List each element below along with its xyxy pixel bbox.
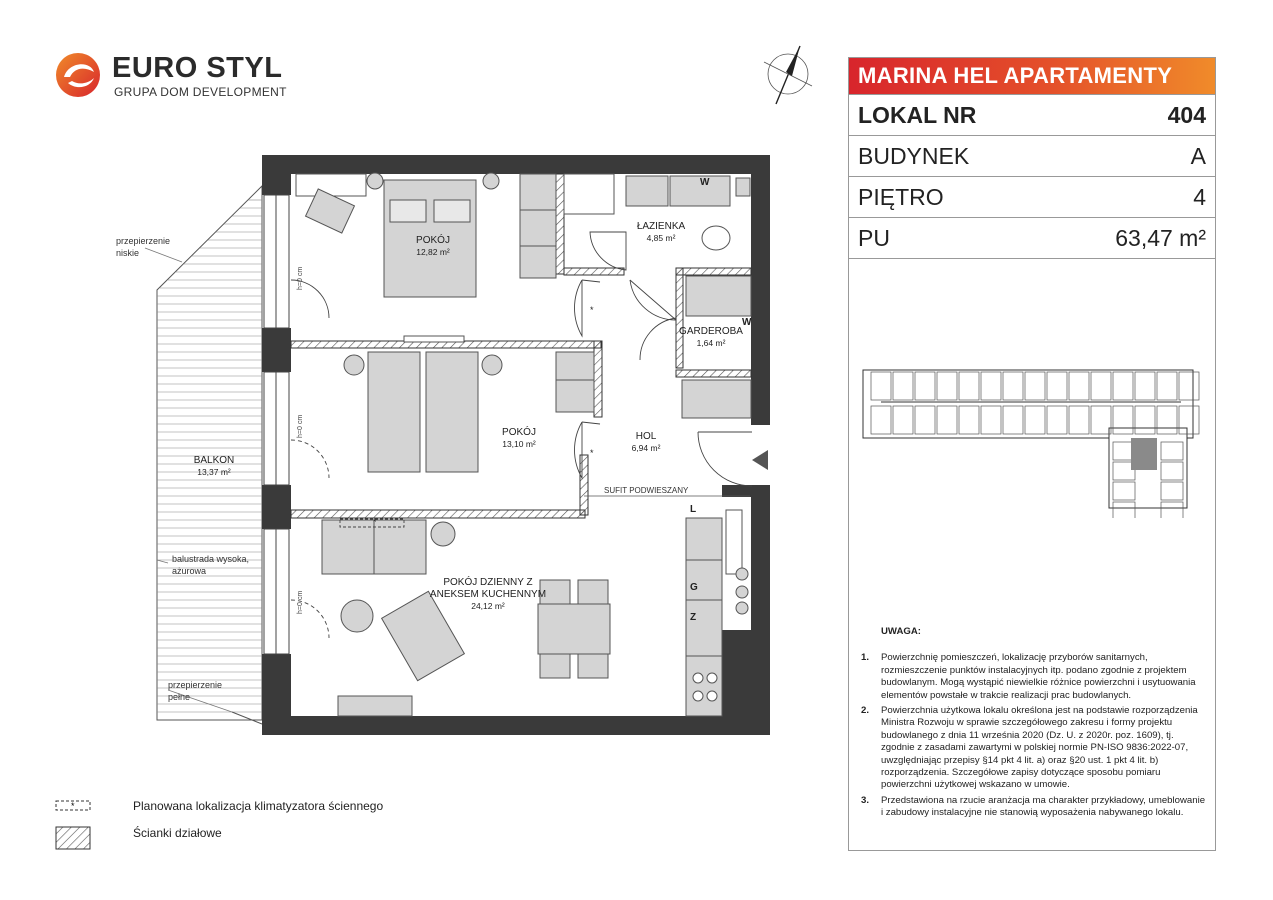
- budynek-label: BUDYNEK: [858, 142, 970, 169]
- room-name-balcony: BALKON: [194, 455, 235, 466]
- svg-text:ażurowa: ażurowa: [172, 566, 206, 576]
- room-area-living: 24,12 m²: [471, 601, 505, 611]
- notes: UWAGA: 1.Powierzchnię pomieszczeń, lokal…: [861, 626, 1207, 823]
- furniture: [295, 172, 752, 717]
- svg-text:h=0 cm: h=0 cm: [297, 415, 304, 438]
- legend-walls-label: Ścianki działowe: [133, 826, 222, 840]
- note-item: 3.Przedstawiona na rzucie aranżacja ma c…: [861, 794, 1206, 819]
- svg-text:W: W: [700, 177, 710, 188]
- room-name-bedroom-1: POKÓJ: [416, 233, 450, 246]
- balcony: [156, 184, 263, 725]
- pietro-label: PIĘTRO: [858, 183, 944, 210]
- pu-label: PU: [858, 224, 890, 251]
- room-area-balcony: 13,37 m²: [197, 467, 231, 477]
- room-name-living-1: POKÓJ DZIENNY Z: [443, 575, 532, 588]
- partition-walls: [290, 173, 752, 519]
- windows: [263, 194, 290, 655]
- sill-labels: h=0 cm h=0 cm h=0 cm: [297, 267, 304, 614]
- euro-styl-logo: EURO STYL GRUPA DOM DEVELOPMENT: [54, 50, 294, 110]
- legend-ac-label: Planowana lokalizacja klimatyzatora ście…: [133, 799, 384, 813]
- highlighted-unit: [1131, 438, 1157, 470]
- room-area-bedroom-1: 12,82 m²: [416, 247, 450, 257]
- svg-text:Z: Z: [690, 612, 696, 623]
- note-item: 1.Powierzchnię pomieszczeń, lokalizację …: [861, 652, 1196, 701]
- hatch-legend-symbol: [55, 826, 91, 850]
- svg-text:h=0 cm: h=0 cm: [297, 591, 304, 614]
- svg-text:G: G: [690, 582, 698, 593]
- pu-row: PU 63,47 m²: [849, 217, 1215, 259]
- lokal-value: 404: [1167, 101, 1206, 128]
- svg-text:niskie: niskie: [116, 248, 139, 258]
- svg-text:przepierzenie: przepierzenie: [116, 236, 170, 246]
- room-name-bathroom: ŁAZIENKA: [637, 221, 686, 232]
- euro-styl-logo-icon: [56, 53, 100, 97]
- ac-markers: [339, 518, 405, 528]
- building-key-plan: [862, 369, 1200, 518]
- svg-text:L: L: [690, 504, 696, 515]
- budynek-row: BUDYNEK A: [849, 135, 1215, 176]
- room-area-bedroom-2: 13,10 m²: [502, 439, 536, 449]
- ac-legend-symbol: *: [55, 800, 91, 811]
- svg-text:przepierzenie: przepierzenie: [168, 680, 222, 690]
- budynek-value: A: [1190, 142, 1206, 169]
- pu-value: 63,47 m²: [1115, 224, 1206, 251]
- north-arrow-icon: [763, 45, 813, 105]
- lokal-label: LOKAL NR: [858, 101, 977, 128]
- project-title: MARINA HEL APARTAMENTY: [849, 58, 1215, 94]
- lokal-row: LOKAL NR 404: [849, 94, 1215, 135]
- note-item: 2.Powierzchnia użytkowa lokalu określona…: [861, 705, 1198, 791]
- brand-subtitle: GRUPA DOM DEVELOPMENT: [114, 85, 287, 99]
- room-area-wardrobe: 1,64 m²: [697, 338, 726, 348]
- svg-text:*: *: [71, 801, 75, 811]
- room-name-bedroom-2: POKÓJ: [502, 425, 536, 438]
- svg-text:W: W: [742, 317, 752, 328]
- ac-mark: *: [373, 517, 377, 527]
- installation-marks: W W L G Z: [690, 177, 752, 623]
- svg-text:h=0 cm: h=0 cm: [297, 267, 304, 290]
- brand-name: EURO STYL: [112, 52, 283, 84]
- ac-mark: *: [590, 448, 594, 458]
- svg-text:pełne: pełne: [168, 692, 190, 702]
- svg-text:balustrada wysoka,: balustrada wysoka,: [172, 554, 249, 564]
- room-area-bathroom: 4,85 m²: [647, 233, 676, 243]
- pietro-row: PIĘTRO 4: [849, 176, 1215, 217]
- room-name-living-2: ANEKSEM KUCHENNYM: [430, 589, 546, 600]
- plan-annotations: przepierzenie niskie balustrada wysoka, …: [116, 236, 689, 702]
- info-panel: MARINA HEL APARTAMENTY LOKAL NR 404 BUDY…: [848, 57, 1216, 851]
- floor-plan: * * * W W L G Z POKÓJ 12,82 m² POKÓJ 13,…: [116, 45, 813, 735]
- notes-title: UWAGA:: [881, 626, 921, 637]
- svg-text:SUFIT PODWIESZANY: SUFIT PODWIESZANY: [604, 486, 689, 495]
- doors: [290, 231, 753, 639]
- room-name-wardrobe: GARDEROBA: [679, 326, 743, 337]
- room-labels: POKÓJ 12,82 m² POKÓJ 13,10 m² ŁAZIENKA 4…: [194, 221, 744, 611]
- room-area-hall: 6,94 m²: [632, 443, 661, 453]
- ac-mark: *: [590, 305, 594, 315]
- pietro-value: 4: [1193, 183, 1206, 210]
- room-name-hall: HOL: [636, 431, 657, 442]
- exterior-walls: [262, 155, 770, 735]
- callouts: [144, 247, 233, 713]
